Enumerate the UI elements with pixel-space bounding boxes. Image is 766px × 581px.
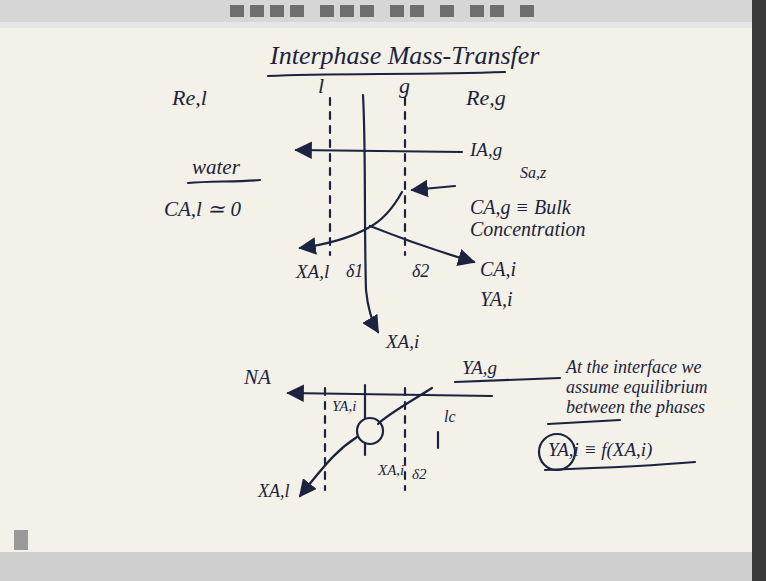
handwritten-label: XA,i [386, 332, 419, 353]
handwritten-label: IA,g [470, 140, 502, 161]
handwritten-label: water [192, 156, 240, 179]
handwritten-label: NA [244, 366, 271, 389]
frame-edge [752, 0, 766, 581]
toolbar-icons [230, 5, 534, 17]
handwritten-label: YA,i ≡ f(XA,i) [548, 440, 652, 461]
handwritten-label: At the interface we assume equilibrium b… [566, 358, 716, 417]
handwritten-label: Re,l [172, 86, 207, 110]
status-bar [0, 552, 766, 581]
handwritten-label: XA,i [378, 462, 404, 479]
handwritten-label: g [399, 74, 410, 98]
handwritten-label: XA,l [258, 482, 290, 502]
toolbar [0, 0, 766, 22]
handwritten-label: δ2 [412, 262, 429, 282]
handwritten-label: XA,l [296, 262, 329, 283]
handwritten-label: l [318, 74, 324, 98]
handwritten-label: Sa,z [520, 164, 546, 182]
title: Interphase Mass-Transfer [270, 42, 539, 71]
handwritten-label: Re,g [466, 86, 506, 110]
handwritten-label: YA,g [462, 358, 497, 379]
handwritten-label: CA,i [480, 258, 516, 280]
handwritten-label: CA,l ≃ 0 [164, 198, 241, 221]
handwritten-label: YA,i [480, 288, 513, 310]
handwritten-label: lc [444, 408, 456, 426]
handwritten-label: CA,g ≡ Bulk Concentration [470, 196, 670, 240]
handwritten-label: δ2 [412, 466, 426, 483]
handwritten-label: δ1 [346, 262, 363, 282]
handwritten-label: YA,i [332, 398, 356, 415]
